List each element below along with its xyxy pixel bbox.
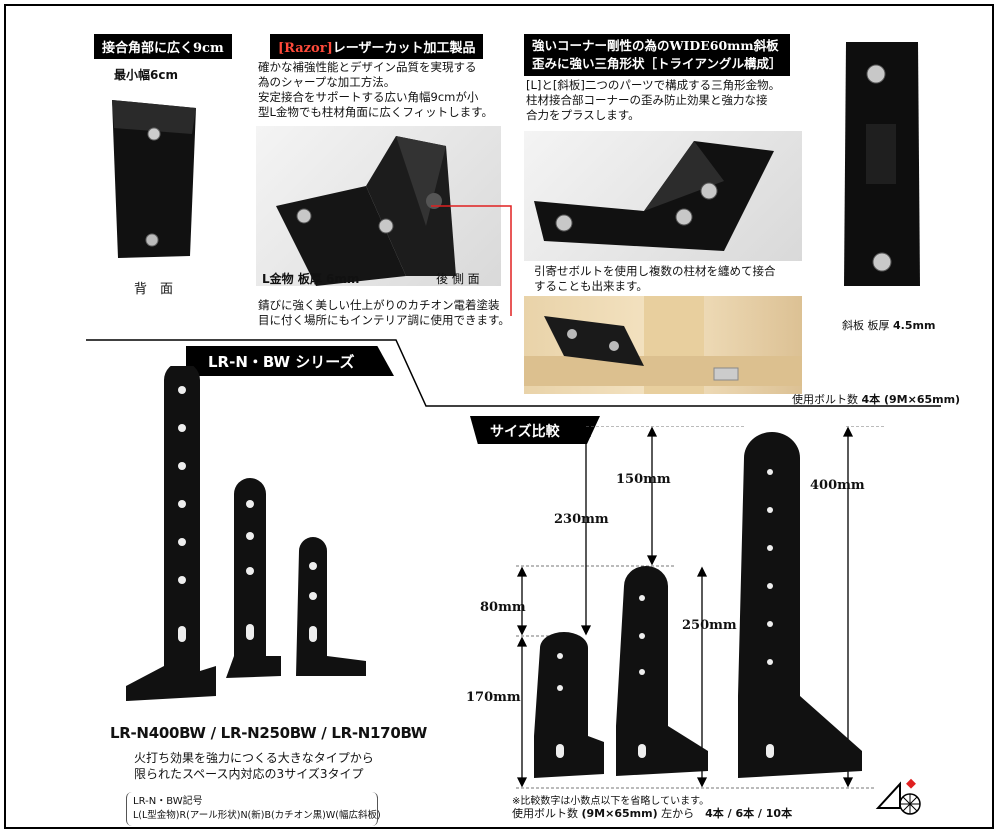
series-title: LR-N・BW シリーズ (208, 353, 355, 371)
leader-line (431, 205, 512, 316)
l-bracket-image (276, 136, 456, 286)
series-desc: 火打ち効果を強力につくる大きなタイプから 限られたスペース内対応の3サイズ3タイ… (134, 750, 374, 782)
triangle-header-line: 歪みに強い三角形状［トライアングル構成］ (532, 56, 782, 71)
section-divider (86, 339, 941, 407)
triangle-desc-line: [L]と[斜板]二つのパーツで構成する三角形金物。 (526, 78, 781, 92)
size-diagram (516, 426, 886, 789)
razor-header: [Razor]レーザーカット加工製品 (270, 34, 484, 59)
series-brackets-image (126, 366, 366, 701)
diagonal-plate-photo (836, 34, 928, 294)
size-note: ※比較数字は小数点以下を省略しています。 (512, 796, 710, 807)
dim-80: 80mm (480, 600, 526, 615)
rear-label: 後 側 面 (436, 272, 480, 286)
dim-230: 230mm (554, 512, 609, 527)
razor-header-brand: [Razor] (278, 41, 333, 56)
razor-desc-line: 型L金物でも柱材角面に広くフィットします。 (258, 105, 494, 119)
brand-logo-icon (875, 778, 921, 815)
coat-desc: 錆びに強く美しい仕上がりのカチオン電着塗装 目に付く場所にもインテリア調に使用で… (258, 298, 510, 328)
triangle-bracket-image (534, 141, 774, 251)
back-photo (104, 94, 204, 274)
bolt-desc-line: することも出来ます。 (534, 279, 648, 293)
coat-desc-line: 錆びに強く美しい仕上がりのカチオン電着塗装 (258, 298, 500, 312)
timber-photo (524, 296, 802, 394)
l-thickness-prefix: L金物 板厚 (262, 272, 322, 286)
dim-170: 170mm (466, 690, 521, 705)
bolt-count-bottom: 使用ボルト数 (9M×65mm) 左から 4本 / 6本 / 10本 (512, 806, 792, 821)
dim-250: 250mm (682, 618, 737, 633)
razor-desc: 確かな補強性能とデザイン品質を実現する 為のシャープな加工方法。 安定接合をサポ… (258, 60, 493, 120)
bolt-desc-line: 引寄せボルトを使用し複数の柱材を纏めて接合 (534, 264, 776, 278)
bolt-count-top-prefix: 使用ボルト数 (792, 393, 858, 406)
razor-desc-line: 安定接合をサポートする広い角幅9cmが小 (258, 90, 479, 104)
joint-width-header-text: 接合角部に広く9cm (102, 41, 224, 56)
code-legend: LR-N・BW記号 L(L型金物)R(アール形状)N(新)B(カチオン黒)W(幅… (126, 792, 381, 826)
bolt-count-bottom-prefix: 使用ボルト数 (512, 807, 578, 820)
triangle-desc-line: 柱材接合部コーナーの歪み防止効果と強力な接 (526, 93, 768, 107)
size-title: サイズ比較 (490, 424, 560, 440)
bolt-desc: 引寄せボルトを使用し複数の柱材を纏めて接合 することも出来ます。 (534, 264, 776, 294)
triangle-desc: [L]と[斜板]二つのパーツで構成する三角形金物。 柱材接合部コーナーの歪み防止… (526, 78, 780, 123)
series-models: LR-N400BW / LR-N250BW / LR-N170BW (110, 724, 428, 742)
plate-thickness: 斜板 板厚 4.5mm (842, 318, 935, 333)
razor-desc-line: 確かな補強性能とデザイン品質を実現する (258, 60, 477, 74)
plate-thickness-value: 4.5mm (893, 319, 936, 332)
triangle-desc-line: 合力をプラスします。 (526, 108, 640, 122)
bracket-back-image (112, 100, 196, 258)
bolt-count-top-value: 4本 (9M×65mm) (861, 393, 961, 406)
l-thickness: L金物 板厚 6mm (262, 272, 359, 287)
size-banner: サイズ比較 (470, 416, 600, 444)
bolt-count-bottom-spec: (9M×65mm) (581, 807, 658, 820)
bolt-count-bottom-mid: 左から (661, 807, 695, 820)
plate-thickness-prefix: 斜板 板厚 (842, 319, 890, 332)
triangle-header: 強いコーナー剛性の為のWIDE60mm斜板 歪みに強い三角形状［トライアングル構… (524, 34, 790, 76)
series-banner: LR-N・BW シリーズ (186, 346, 394, 376)
joint-width-header: 接合角部に広く9cm (94, 34, 232, 59)
diagonal-plate-image (844, 42, 920, 286)
razor-desc-line: 為のシャープな加工方法。 (258, 75, 396, 89)
min-width-label: 最小幅6cm (114, 68, 178, 82)
page-frame: 接合角部に広く9cm 最小幅6cm 背 面 [Razor]レーザーカット加工製品… (4, 4, 994, 829)
series-desc-line: 限られたスペース内対応の3サイズ3タイプ (134, 767, 364, 781)
series-desc-line: 火打ち効果を強力につくる大きなタイプから (134, 751, 374, 765)
code-title: LR-N・BW記号 (133, 796, 203, 807)
bolt-count-top: 使用ボルト数 4本 (9M×65mm) (792, 392, 960, 407)
triangle-header-line: 強いコーナー剛性の為のWIDE60mm斜板 (532, 38, 779, 53)
coat-desc-line: 目に付く場所にもインテリア調に使用できます。 (258, 313, 510, 327)
back-label: 背 面 (134, 282, 174, 297)
code-desc: L(L型金物)R(アール形状)N(新)B(カチオン黒)W(幅広斜板) (133, 810, 381, 821)
timber-joint-image (524, 296, 802, 394)
razor-header-text: レーザーカット加工製品 (332, 41, 476, 56)
l-thickness-value: 6mm (326, 272, 360, 286)
bolt-count-bottom-values: 4本 / 6本 / 10本 (705, 807, 793, 820)
dim-400: 400mm (810, 478, 865, 493)
triangle-photo (524, 131, 802, 261)
dim-150: 150mm (616, 472, 671, 487)
